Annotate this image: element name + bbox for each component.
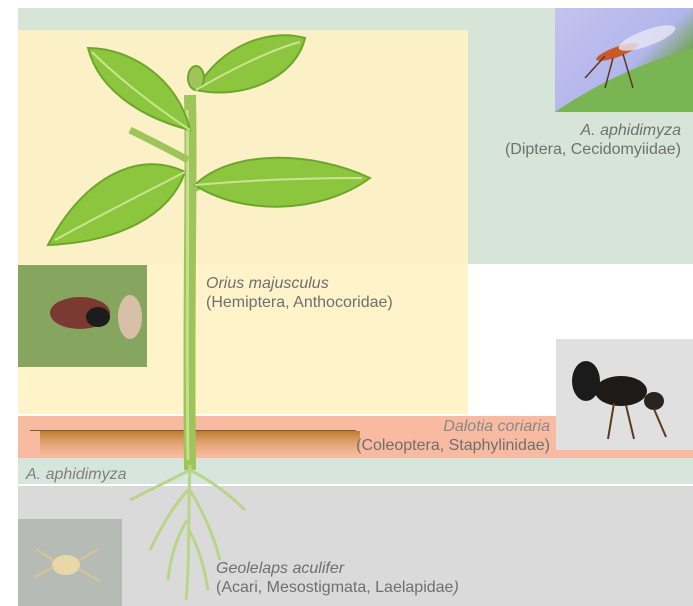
surface-species-taxonomy: (Coleoptera, Staphylinidae): [320, 436, 550, 455]
leaf-top-right: [196, 35, 305, 92]
soil-species-taxonomy: (Acari, Mesostigmata, Laelapidae): [216, 578, 459, 597]
branch-left: [130, 130, 188, 160]
plant-species-label: Orius majusculus (Hemiptera, Anthocorida…: [206, 274, 393, 312]
plant-species-name: Orius majusculus: [206, 274, 393, 293]
canopy-species-name: A. aphidimyza: [476, 121, 681, 140]
leaf-top-left: [88, 48, 190, 130]
mite-photo: [18, 519, 122, 606]
soil-species-name: Geolelaps aculifer: [216, 559, 459, 578]
plant-species-taxonomy: (Hemiptera, Anthocoridae): [206, 293, 393, 312]
canopy-species-taxonomy: (Diptera, Cecidomyiidae): [476, 140, 681, 159]
canopy-species-label: A. aphidimyza (Diptera, Cecidomyiidae): [476, 121, 681, 159]
bug-photo: [18, 265, 147, 367]
soil-surface-species-name: A. aphidimyza: [26, 465, 127, 484]
plant-stem: [189, 95, 190, 470]
soil-species-taxonomy-start: (Acari, Mesostigmata, Laelapidae: [216, 579, 453, 596]
beetle-photo: [556, 339, 693, 450]
surface-species-label: Dalotia coriaria (Coleoptera, Staphylini…: [320, 417, 550, 455]
plant-stem-highlight: [187, 110, 188, 460]
midge-photo: [555, 8, 693, 112]
surface-species-name: Dalotia coriaria: [320, 417, 550, 436]
soil-shade: [40, 431, 360, 457]
soil-species-taxonomy-end: ): [453, 579, 458, 596]
soil-species-label: Geolelaps aculifer (Acari, Mesostigmata,…: [216, 559, 459, 597]
